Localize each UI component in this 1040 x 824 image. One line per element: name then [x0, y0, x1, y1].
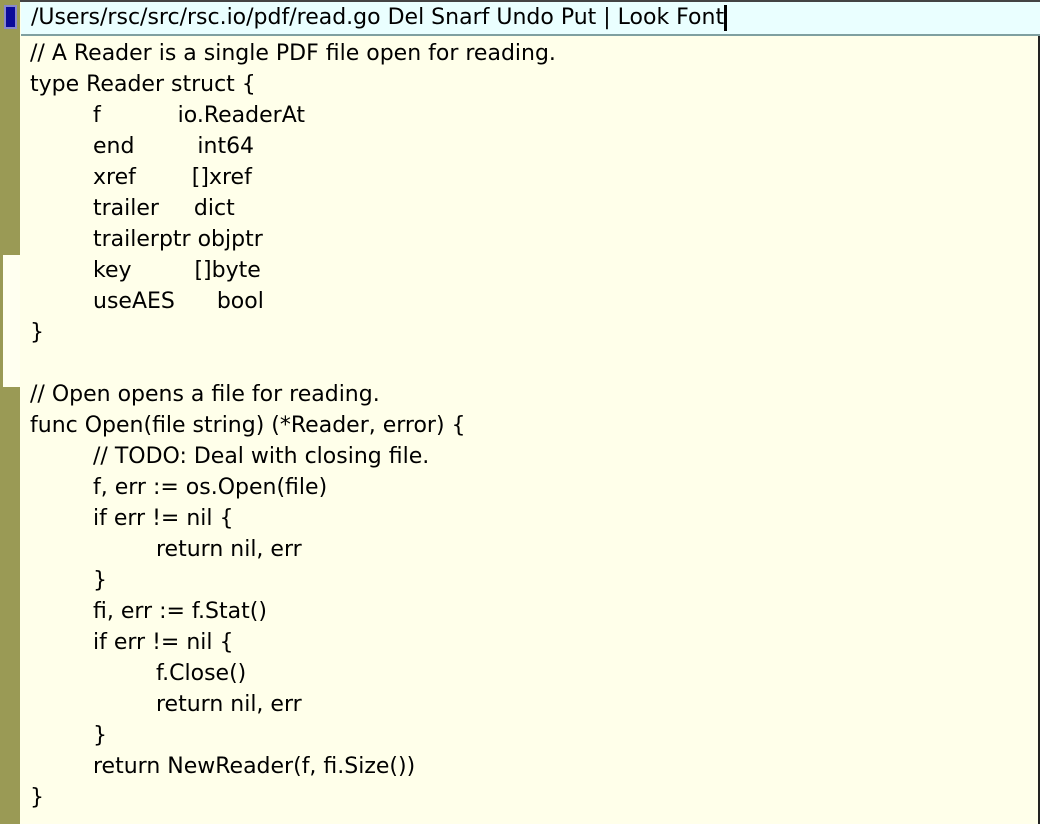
scrollbar[interactable] [0, 0, 20, 824]
code-line[interactable]: trailerptr objptr [93, 227, 263, 252]
code-line[interactable]: if err != nil { [93, 506, 234, 531]
code-line[interactable]: // A Reader is a single PDF file open fo… [30, 41, 556, 66]
code-line[interactable]: return NewReader(f, fi.Size()) [93, 754, 416, 779]
code-line[interactable]: key []byte [93, 258, 261, 283]
code-line[interactable]: f io.ReaderAt [93, 103, 305, 128]
scrollbar-thumb[interactable] [3, 255, 20, 387]
code-line[interactable]: } [30, 320, 44, 345]
code-line[interactable]: } [93, 568, 107, 593]
code-line[interactable]: f, err := os.Open(file) [93, 475, 328, 500]
code-line[interactable]: } [30, 785, 44, 810]
window-tag[interactable]: /Users/rsc/src/rsc.io/pdf/read.go Del Sn… [21, 0, 1040, 36]
tag-text[interactable]: /Users/rsc/src/rsc.io/pdf/read.go Del Sn… [31, 5, 728, 31]
window-layout-box[interactable] [4, 5, 17, 29]
code-line[interactable]: fi, err := f.Stat() [93, 599, 267, 624]
code-line[interactable]: f.Close() [156, 661, 247, 686]
text-cursor [724, 5, 728, 31]
code-line[interactable]: return nil, err [156, 692, 302, 717]
code-line[interactable]: type Reader struct { [30, 72, 256, 97]
code-line[interactable]: useAES bool [93, 289, 264, 314]
tag-commands[interactable]: /Users/rsc/src/rsc.io/pdf/read.go Del Sn… [31, 5, 725, 30]
code-line[interactable]: func Open(file string) (*Reader, error) … [30, 413, 466, 438]
text-body[interactable]: // A Reader is a single PDF file open fo… [21, 36, 1040, 824]
code-line[interactable]: if err != nil { [93, 630, 234, 655]
code-line[interactable]: end int64 [93, 134, 255, 159]
code-line[interactable]: // Open opens a file for reading. [30, 382, 380, 407]
code-line[interactable]: xref []xref [93, 165, 252, 190]
code-line[interactable]: return nil, err [156, 537, 302, 562]
code-line[interactable]: // TODO: Deal with closing file. [93, 444, 430, 469]
code-line[interactable]: trailer dict [93, 196, 235, 221]
code-line[interactable]: } [93, 723, 107, 748]
